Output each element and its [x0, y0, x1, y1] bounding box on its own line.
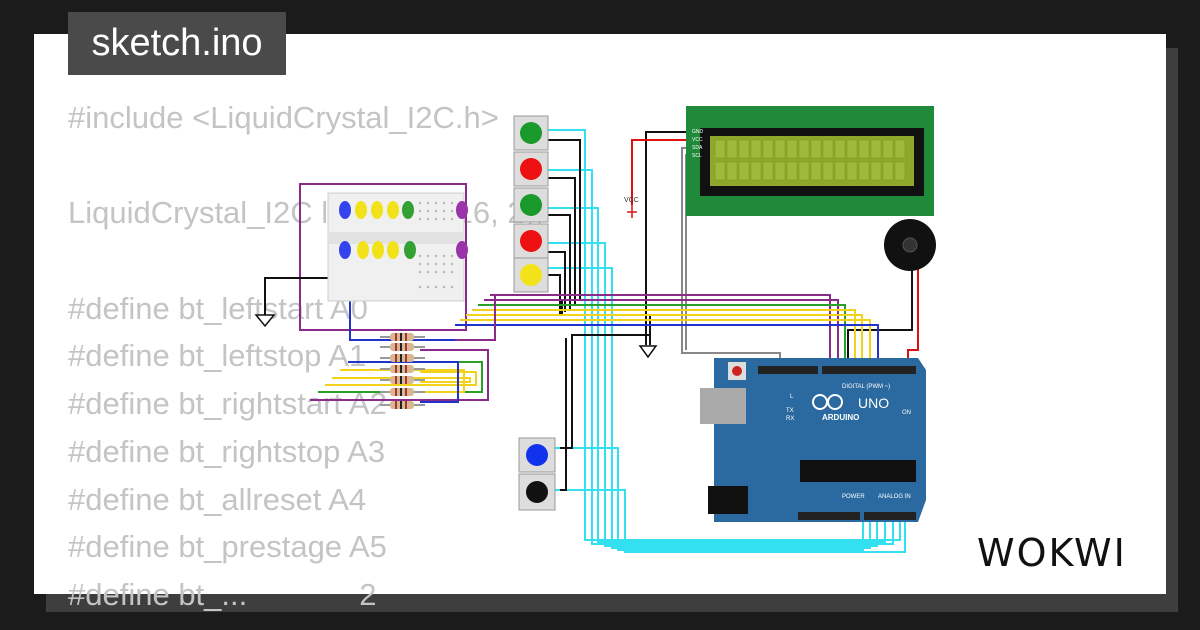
- led-icon: [456, 241, 468, 259]
- lcd-pin-scl: SCL: [692, 153, 702, 159]
- button-black: [518, 473, 556, 511]
- lcd-pin-sda: SDA: [692, 145, 703, 151]
- digital-label: DIGITAL (PWM ~): [842, 384, 890, 390]
- led-icon: [387, 241, 399, 259]
- code-line: #define bt_leftstop A1: [68, 338, 367, 374]
- led-icon: [387, 201, 399, 219]
- wokwi-logo-text: WOKWI: [977, 531, 1127, 575]
- code-line: #define bt_... 2: [68, 576, 377, 612]
- button-red-2: [513, 223, 549, 259]
- button-yellow: [513, 257, 549, 293]
- buzzer-icon[interactable]: [884, 219, 936, 271]
- led-row-top[interactable]: [339, 201, 468, 219]
- code-line: #define bt_rightstart A2: [68, 386, 387, 422]
- resistor-icon: [380, 333, 425, 341]
- code-line: #define bt_allreset A4: [68, 481, 367, 517]
- power-label: POWER: [842, 494, 865, 500]
- arduino-uno[interactable]: DIGITAL (PWM ~) UNO ARDUINO ON L TX RX P…: [700, 358, 926, 522]
- breadboard[interactable]: [327, 192, 468, 302]
- button-red-1: [513, 151, 549, 187]
- arduino-label: ARDUINO: [822, 413, 859, 422]
- resistor-icon: [380, 343, 425, 351]
- code-line: #define bt_rightstop A3: [68, 433, 386, 469]
- lcd-display[interactable]: GND VCC SDA SCL: [686, 106, 934, 216]
- led-icon: [402, 201, 414, 219]
- wokwi-logo: WOKWI: [977, 531, 1127, 575]
- button-green-2: [513, 187, 549, 223]
- led-icon: [357, 241, 369, 259]
- led-icon: [339, 201, 351, 219]
- tx-label: TX: [786, 408, 794, 414]
- wires: [264, 129, 919, 553]
- button-blue: [518, 437, 556, 473]
- rx-label: RX: [786, 416, 794, 422]
- file-title[interactable]: sketch.ino: [68, 12, 286, 75]
- led-icon: [456, 201, 468, 219]
- resistor-icon: [380, 365, 425, 373]
- ground-icon: [254, 314, 276, 328]
- code-line: #include <LiquidCrystal_I2C.h>: [68, 100, 499, 135]
- pushbuttons[interactable]: [513, 115, 556, 511]
- resistor-icon: [380, 354, 425, 362]
- lcd-pin-gnd: GND: [692, 129, 704, 135]
- led-icon: [355, 201, 367, 219]
- resistor-icon: [380, 388, 425, 396]
- infinity-logo: [812, 394, 843, 410]
- led-row-bottom[interactable]: [339, 241, 468, 259]
- vcc-label: VCC: [624, 197, 639, 204]
- led-icon: [371, 201, 383, 219]
- vcc-symbol: VCC: [624, 197, 639, 218]
- analog-label: ANALOG IN: [878, 494, 911, 500]
- l-label: L: [790, 394, 794, 400]
- resistor-icon: [380, 401, 425, 409]
- on-label: ON: [902, 410, 911, 416]
- code-line: #define bt_prestage A5: [68, 529, 387, 565]
- resistors[interactable]: [380, 333, 425, 409]
- led-icon: [372, 241, 384, 259]
- button-green-1: [513, 115, 549, 151]
- resistor-icon: [380, 376, 425, 384]
- ground-icon: [638, 345, 658, 359]
- uno-label: UNO: [858, 395, 889, 411]
- lcd-pin-vcc: VCC: [692, 137, 703, 143]
- led-icon: [404, 241, 416, 259]
- led-icon: [339, 241, 351, 259]
